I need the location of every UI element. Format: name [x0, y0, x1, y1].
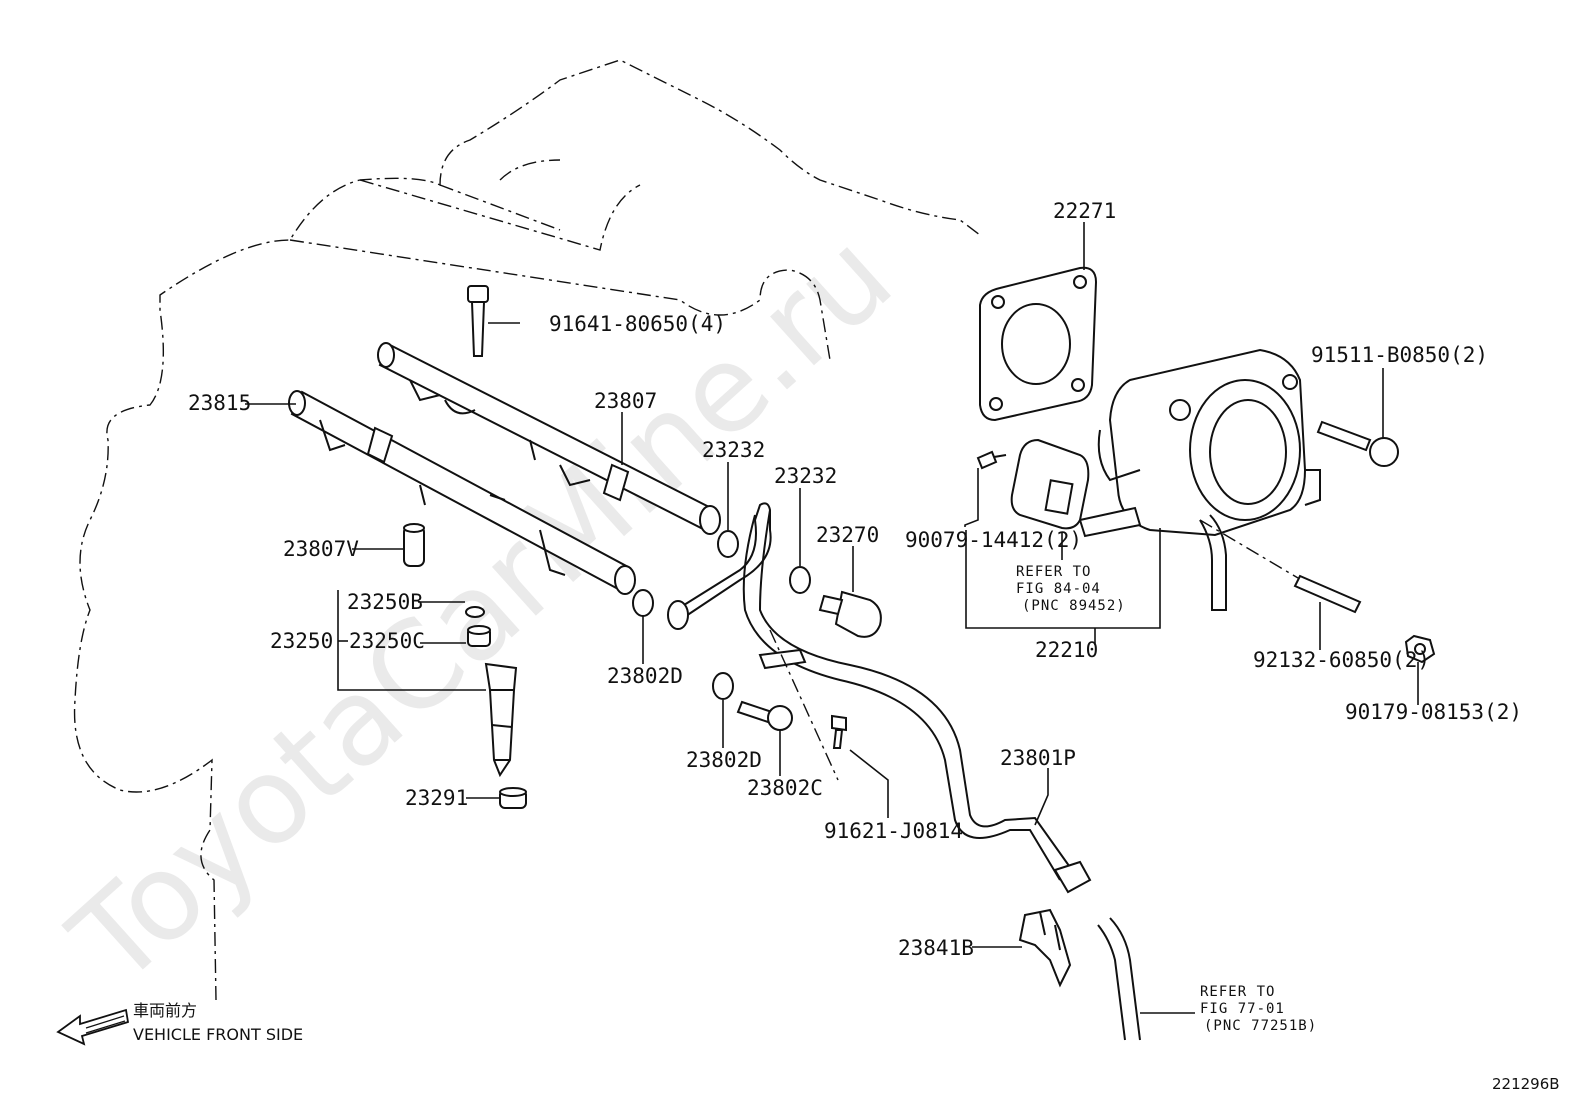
gasket-23232-a[interactable] [717, 530, 739, 558]
bolt-91641[interactable] [467, 285, 489, 357]
gasket-22271[interactable] [979, 266, 1098, 422]
leader-lines [245, 222, 1419, 1014]
label-23802d-a[interactable]: 23802D [607, 664, 683, 688]
label-23250[interactable]: 23250 [270, 629, 333, 653]
label-90079[interactable]: 90079-14412(2) [905, 528, 1082, 552]
label-23270[interactable]: 23270 [816, 523, 879, 547]
cushion-23250c[interactable] [467, 625, 491, 647]
label-92132[interactable]: 92132-60850(2) [1253, 648, 1430, 672]
gasket-23232-b[interactable] [789, 566, 811, 594]
label-23815[interactable]: 23815 [188, 391, 251, 415]
label-22210[interactable]: 22210 [1035, 638, 1098, 662]
damper-23270[interactable] [818, 590, 882, 638]
label-23807v[interactable]: 23807V [283, 537, 359, 561]
reference-fig84-line3: (PNC 89452) [1022, 598, 1126, 614]
label-23801p[interactable]: 23801P [1000, 746, 1076, 770]
vehicle-front-indicator: 車両前方 VEHICLE FRONT SIDE [56, 1001, 303, 1046]
label-22271[interactable]: 22271 [1053, 199, 1116, 223]
throttle-sensor[interactable] [1010, 438, 1090, 530]
throttle-body-22210[interactable] [1078, 348, 1321, 611]
reference-fig77-line3: (PNC 77251B) [1204, 1018, 1317, 1034]
reference-fig77[interactable]: REFER TO FIG 77-01 (PNC 77251B) [1200, 984, 1317, 1034]
front-label-japanese: 車両前方 [133, 1001, 197, 1020]
bolt-91621[interactable] [831, 714, 847, 749]
diagram-code: 221296B [1492, 1075, 1560, 1093]
label-91641[interactable]: 91641-80650(4) [549, 312, 726, 336]
front-label-english: VEHICLE FRONT SIDE [133, 1025, 303, 1044]
reference-fig84-line1: REFER TO [1016, 564, 1091, 580]
fuel-hose [1097, 917, 1141, 1041]
insulator-23291[interactable] [499, 787, 527, 809]
label-91511[interactable]: 91511-B0850(2) [1311, 343, 1488, 367]
label-23250c[interactable]: 23250C [349, 629, 425, 653]
label-23841b[interactable]: 23841B [898, 936, 974, 960]
stud-92132[interactable] [1293, 574, 1362, 614]
injector-23250[interactable] [484, 662, 518, 778]
label-23291[interactable]: 23291 [405, 786, 468, 810]
union-bolt-23802c[interactable] [736, 700, 793, 731]
label-23807[interactable]: 23807 [594, 389, 657, 413]
label-90179[interactable]: 90179-08153(2) [1345, 700, 1522, 724]
nut-90179[interactable] [1404, 634, 1436, 664]
fuel-rail-23807[interactable] [377, 342, 721, 535]
reference-fig84-line2: FIG 84-04 [1016, 581, 1101, 597]
label-23802d-b[interactable]: 23802D [686, 748, 762, 772]
damper-23807v[interactable] [403, 523, 425, 567]
label-91621[interactable]: 91621-J0814 [824, 819, 963, 843]
reference-fig77-line2: FIG 77-01 [1200, 1001, 1285, 1017]
gasket-23802d-a[interactable] [632, 589, 654, 617]
label-23250b[interactable]: 23250B [347, 590, 423, 614]
gasket-23802d-b[interactable] [712, 672, 734, 700]
engine-outline [73, 59, 981, 1001]
fuel-rail-23815[interactable] [288, 390, 636, 595]
label-23232-a[interactable]: 23232 [702, 438, 765, 462]
callout-labels: 22271 91641-80650(4) 91511-B0850(2) 2381… [188, 199, 1522, 960]
o-ring-23250b[interactable] [465, 606, 485, 618]
reference-fig77-line1: REFER TO [1200, 984, 1275, 1000]
reference-fig84[interactable]: REFER TO FIG 84-04 (PNC 89452) [1016, 564, 1126, 614]
label-23802c[interactable]: 23802C [747, 776, 823, 800]
label-23232-b[interactable]: 23232 [774, 464, 837, 488]
clip-23841b[interactable] [1018, 908, 1072, 988]
front-arrow-icon [56, 1008, 130, 1046]
bolt-91511[interactable] [1316, 420, 1399, 467]
screw-90079[interactable] [976, 450, 1007, 470]
